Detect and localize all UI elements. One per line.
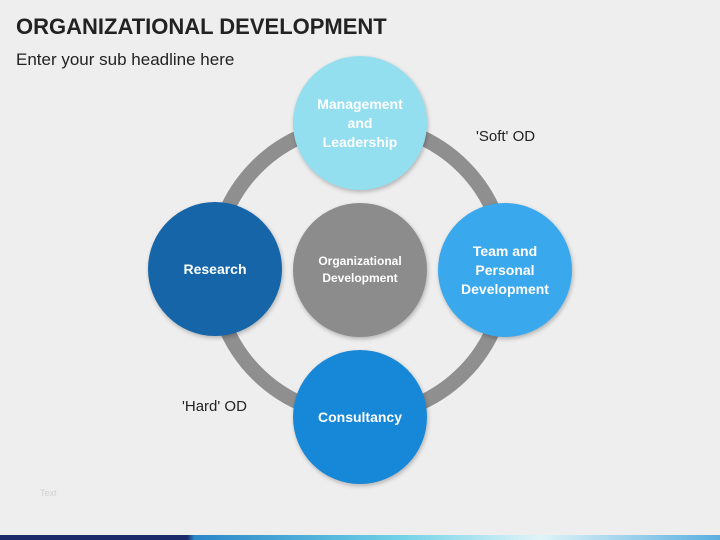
footer-text: Text	[40, 488, 57, 498]
node-label: Consultancy	[317, 408, 402, 425]
node-label: Organizational Development	[318, 254, 402, 285]
node-research: Research	[148, 202, 282, 336]
page-title: ORGANIZATIONAL DEVELOPMENT	[16, 14, 387, 39]
node-consultancy: Consultancy	[293, 350, 427, 484]
node-team-personal-development: Team and Personal Development	[438, 203, 572, 337]
node-label: Management and Leadership	[317, 95, 403, 150]
footer-gradient-bar	[0, 535, 720, 540]
node-label: Research	[183, 260, 247, 277]
soft-od-label: 'Soft' OD	[476, 128, 536, 145]
node-organizational-development: Organizational Development	[293, 203, 427, 337]
node-label: Team and Personal Development	[461, 242, 549, 297]
hard-od-label: 'Hard' OD	[182, 398, 247, 415]
node-management-leadership: Management and Leadership	[293, 56, 427, 190]
page-subtitle: Enter your sub headline here	[16, 50, 235, 69]
